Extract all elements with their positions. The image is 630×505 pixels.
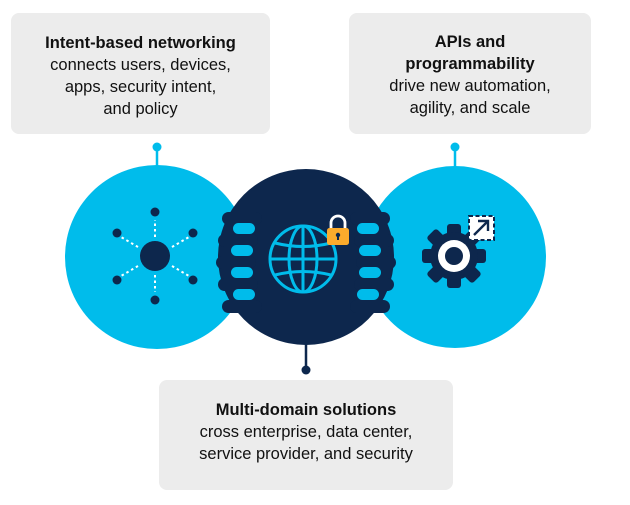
card-title: Intent-based networking: [45, 34, 236, 52]
card-title: Multi-domain solutions: [215, 401, 397, 419]
connector-lines: [152, 142, 460, 375]
intent-based-networking-card: Intent-based networking connects users, …: [11, 13, 270, 134]
apis-programmability-card: APIs and programmability drive new autom…: [349, 13, 591, 134]
center-circle: [216, 169, 396, 345]
external-arrow-icon: [468, 215, 495, 241]
card-line: apps, security intent,: [64, 78, 217, 96]
card-title: programmability: [405, 55, 535, 73]
multi-domain-solutions-card: Multi-domain solutions cross enterprise,…: [159, 380, 453, 490]
padlock-icon: [327, 214, 349, 245]
globe-icon: [268, 224, 338, 294]
interlock-tabs: [231, 223, 381, 300]
card-title: APIs and: [434, 33, 506, 51]
card-line: drive new automation,: [389, 77, 551, 95]
card-line: service provider, and security: [199, 445, 413, 463]
card-line: cross enterprise, data center,: [199, 423, 413, 441]
network-hub-icon: [112, 207, 198, 305]
gear-icon: [422, 224, 486, 288]
card-line: agility, and scale: [409, 99, 531, 117]
card-line: connects users, devices,: [50, 56, 231, 74]
card-line: and policy: [103, 100, 178, 118]
